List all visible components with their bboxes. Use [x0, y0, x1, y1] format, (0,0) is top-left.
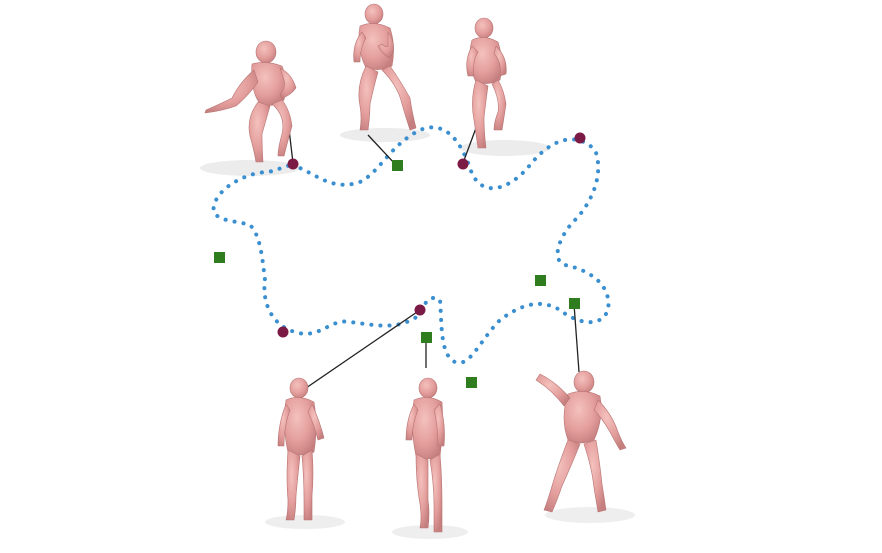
- stand-neutral-figure: [277, 377, 325, 521]
- keyframe-circle-3: [574, 132, 586, 144]
- shadow-stand-neutral: [265, 515, 345, 529]
- keyframe-circle-4: [277, 326, 289, 338]
- keyframe-square-1: [392, 160, 403, 171]
- keyframe-square-4: [569, 298, 580, 309]
- squat-reach-figure: [204, 40, 297, 163]
- keyframe-square-6: [466, 377, 477, 388]
- human-figures: [204, 3, 627, 533]
- keyframe-square-3: [535, 275, 546, 286]
- shadow-stand-turned: [392, 525, 468, 539]
- crouch-hand-chest-figure: [353, 3, 417, 131]
- keyframe-circles: [277, 132, 586, 338]
- connector-crouch: [367, 134, 397, 166]
- connector-lunge: [462, 127, 477, 164]
- stand-turned-figure: [405, 377, 445, 533]
- connector-arms-out: [573, 303, 580, 373]
- connector-stand-neutral: [305, 309, 421, 389]
- keyframe-circle-1: [287, 158, 299, 170]
- shadow-arms-out: [545, 507, 635, 523]
- keyframe-squares: [214, 160, 580, 388]
- keyframe-square-2: [214, 252, 225, 263]
- shadow-crouch: [340, 128, 430, 142]
- shadow-lunge: [460, 140, 550, 156]
- keyframe-square-5: [421, 332, 432, 343]
- lunge-figure: [466, 17, 507, 149]
- keyframe-circle-2: [457, 158, 469, 170]
- connector-lines: [286, 111, 580, 389]
- keyframe-circle-5: [414, 304, 426, 316]
- shadow-squat-reach: [200, 160, 300, 176]
- motion-trajectory-path: [211, 125, 611, 365]
- dance-arms-out-figure: [535, 370, 627, 513]
